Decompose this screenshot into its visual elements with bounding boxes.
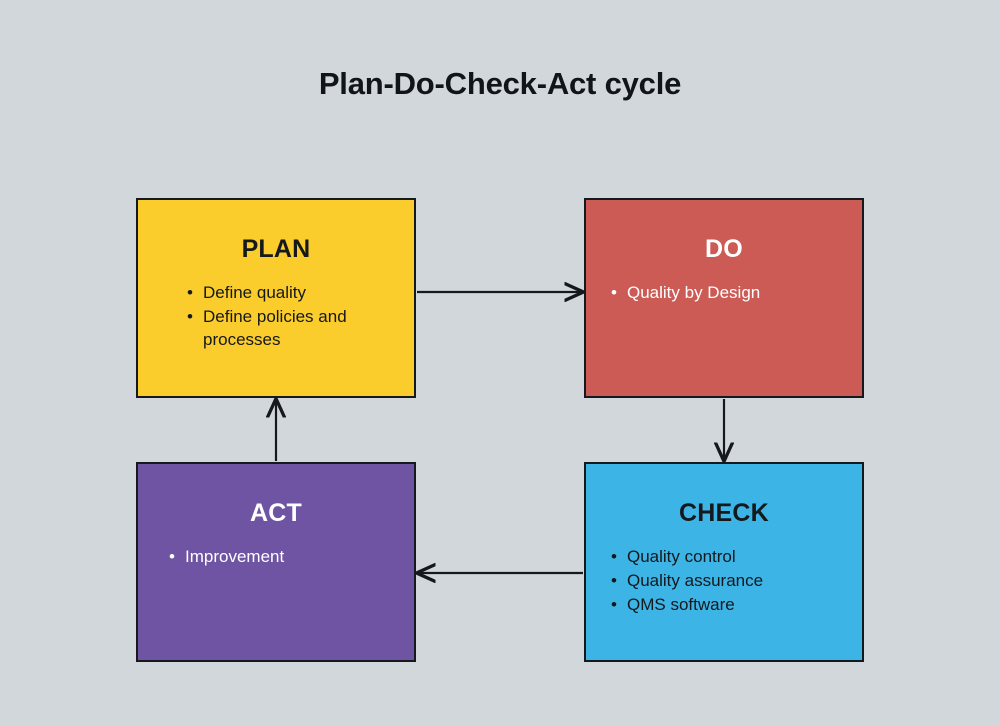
list-item-label: Quality control: [627, 547, 736, 566]
bullet-icon: •: [187, 283, 193, 302]
page-title: Plan-Do-Check-Act cycle: [318, 66, 682, 101]
node-do-list: • Quality by Design: [610, 281, 860, 304]
list-item: • Quality by Design: [610, 281, 860, 304]
list-item-label: QMS software: [627, 595, 735, 614]
node-do-title: DO: [705, 235, 743, 263]
node-check-title: CHECK: [679, 499, 769, 527]
bullet-icon: •: [611, 571, 617, 590]
bullet-icon: •: [169, 547, 175, 566]
list-item: • Quality assurance: [610, 569, 860, 592]
list-item-label: Define policies and processes: [203, 307, 347, 349]
list-item: • Define quality: [186, 281, 386, 304]
list-item: • Define policies and processes: [186, 305, 386, 351]
node-plan-list: • Define quality • Define policies and p…: [186, 281, 386, 351]
list-item-label: Define quality: [203, 283, 307, 302]
bullet-icon: •: [611, 283, 617, 302]
list-item-label: Improvement: [185, 547, 285, 566]
list-item-label: Quality by Design: [627, 283, 761, 302]
node-act-list: • Improvement: [168, 545, 398, 568]
node-do[interactable]: DO • Quality by Design: [584, 198, 864, 398]
bullet-icon: •: [611, 595, 617, 614]
node-plan-title: PLAN: [241, 235, 311, 263]
node-act[interactable]: ACT • Improvement: [136, 462, 416, 662]
list-item-label: Quality assurance: [627, 571, 764, 590]
bullet-icon: •: [611, 547, 617, 566]
node-act-title: ACT: [250, 499, 302, 527]
list-item: • Improvement: [168, 545, 398, 568]
node-check-list: • Quality control • Quality assurance • …: [610, 545, 860, 616]
list-item: • QMS software: [610, 593, 860, 616]
list-item: • Quality control: [610, 545, 860, 568]
node-check[interactable]: CHECK • Quality control • Quality assura…: [584, 462, 864, 662]
bullet-icon: •: [187, 307, 193, 326]
node-plan[interactable]: PLAN • Define quality • Define policies …: [136, 198, 416, 398]
